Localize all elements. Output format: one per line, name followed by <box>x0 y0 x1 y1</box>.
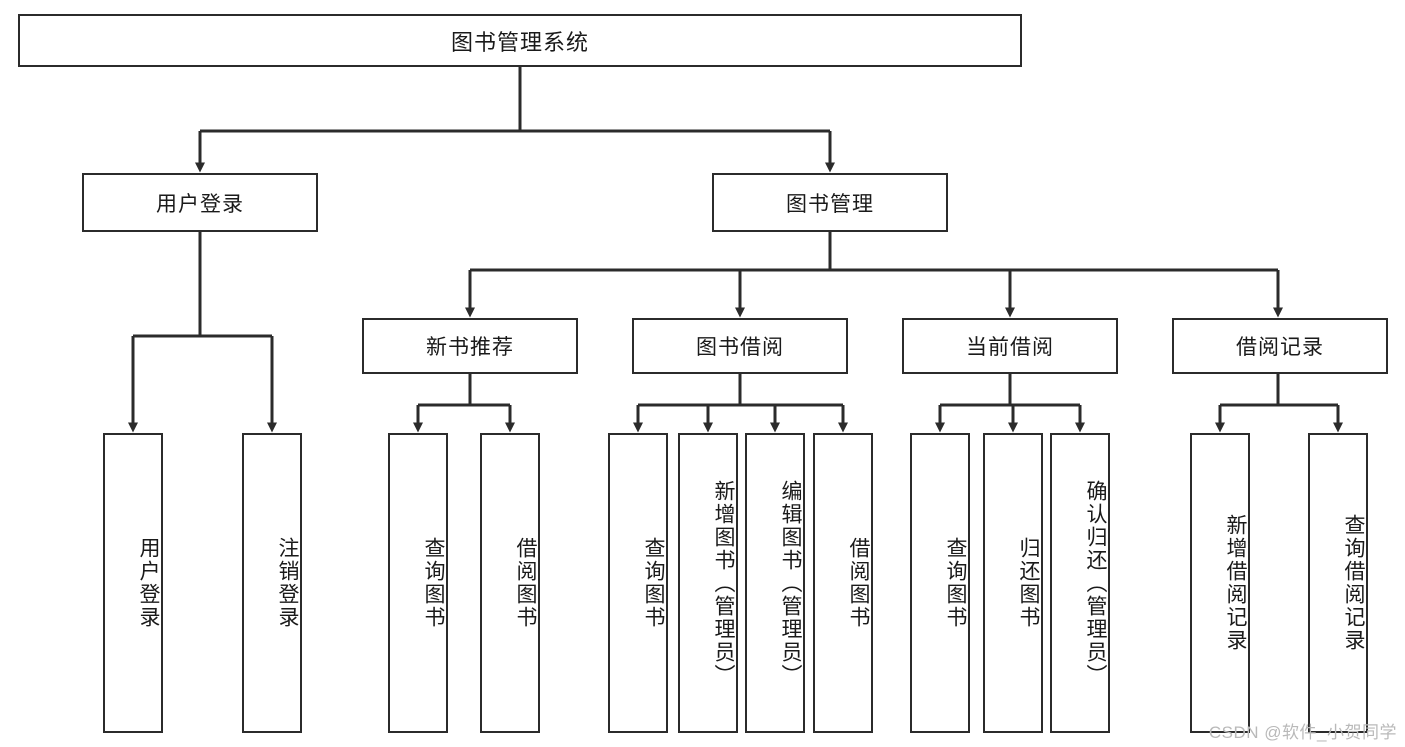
node-level2-borrow-record[interactable]: 借阅记录 <box>1172 318 1388 374</box>
node-leaf-add-borrow-record[interactable]: 新增借阅记录 <box>1190 433 1250 733</box>
node-leaf-query-book[interactable]: 查询图书 <box>608 433 668 733</box>
node-root[interactable]: 图书管理系统 <box>18 14 1022 67</box>
node-level2-new-book-recommend[interactable]: 新书推荐 <box>362 318 578 374</box>
node-leaf-query-book-current[interactable]: 查询图书 <box>910 433 970 733</box>
node-leaf-borrow-book[interactable]: 借阅图书 <box>813 433 873 733</box>
node-level1-user-login[interactable]: 用户登录 <box>82 173 318 232</box>
node-level2-current-borrow[interactable]: 当前借阅 <box>902 318 1118 374</box>
csdn-watermark: CSDN @软件_小贺同学 <box>1208 723 1397 742</box>
node-level2-book-borrow[interactable]: 图书借阅 <box>632 318 848 374</box>
node-leaf-logout[interactable]: 注销登录 <box>242 433 302 733</box>
node-leaf-query-book-rec[interactable]: 查询图书 <box>388 433 448 733</box>
node-leaf-add-book-admin[interactable]: 新增图书（管理员） <box>678 433 738 733</box>
node-leaf-query-borrow-record[interactable]: 查询借阅记录 <box>1308 433 1368 733</box>
node-leaf-edit-book-admin[interactable]: 编辑图书（管理员） <box>745 433 805 733</box>
node-level1-book-management[interactable]: 图书管理 <box>712 173 948 232</box>
node-leaf-return-book[interactable]: 归还图书 <box>983 433 1043 733</box>
node-leaf-borrow-book-rec[interactable]: 借阅图书 <box>480 433 540 733</box>
node-leaf-confirm-return-admin[interactable]: 确认归还（管理员） <box>1050 433 1110 733</box>
node-leaf-user-login[interactable]: 用户登录 <box>103 433 163 733</box>
